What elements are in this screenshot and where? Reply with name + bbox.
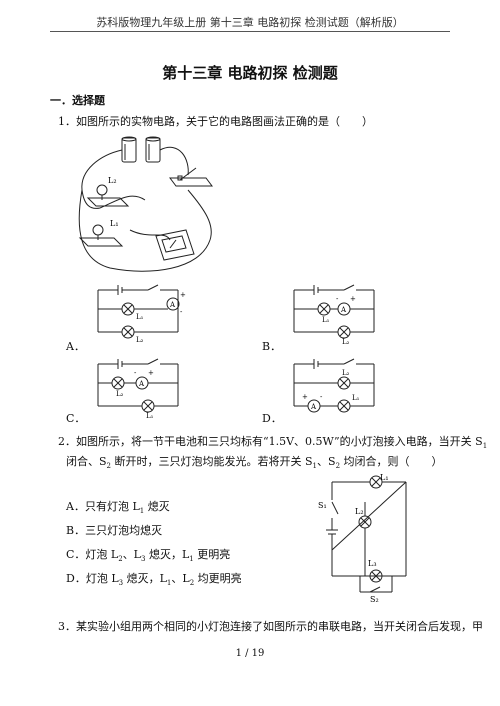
q1-stem: 1．如图所示的实物电路，关于它的电路图画法正确的是（ ） bbox=[58, 115, 373, 128]
svg-text:A: A bbox=[138, 380, 145, 388]
svg-text:-: - bbox=[320, 393, 323, 401]
svg-text:A: A bbox=[310, 403, 317, 411]
page-number: 1 / 19 bbox=[235, 648, 265, 659]
svg-text:L₁: L₁ bbox=[146, 412, 154, 420]
svg-text:A: A bbox=[340, 306, 347, 314]
q1-option-c-label[interactable]: C． bbox=[66, 412, 86, 425]
svg-text:L₁: L₁ bbox=[136, 313, 144, 321]
q2-option-a[interactable]: A．只有灯泡 L1 熄灭 bbox=[66, 500, 170, 516]
q2-option-d[interactable]: D．灯泡 L3 熄灭，L1、L2 均更明亮 bbox=[66, 572, 242, 588]
page-title: 第十三章 电路初探 检测题 bbox=[162, 64, 338, 82]
q2-option-b[interactable]: B．三只灯泡均熄灭 bbox=[66, 524, 163, 537]
lamp-l1-label: L₁ bbox=[110, 219, 119, 228]
svg-text:-: - bbox=[134, 369, 137, 377]
svg-text:S₂: S₂ bbox=[370, 595, 379, 604]
q1-option-b-label[interactable]: B． bbox=[262, 340, 282, 353]
lamp-l2-label: L₂ bbox=[108, 176, 117, 185]
q1-option-d-label[interactable]: D． bbox=[262, 412, 282, 425]
svg-text:L₂: L₂ bbox=[342, 338, 350, 346]
q2-stem-line1: 2．如图所示，将一节干电池和三只均标有“1.5V、0.5W”的小灯泡接入电路，当… bbox=[58, 435, 488, 451]
q1-option-a-circuit: A + - L₁ L₂ bbox=[97, 284, 186, 344]
svg-text:L₁: L₁ bbox=[322, 316, 330, 324]
q2-circuit-figure: L₁ S₁ L₂ L₃ S₂ bbox=[318, 473, 407, 604]
svg-text:L₂: L₂ bbox=[116, 390, 124, 398]
q1-option-a-label[interactable]: A． bbox=[66, 340, 85, 353]
svg-text:L₁: L₁ bbox=[352, 394, 360, 402]
svg-text:+: + bbox=[148, 369, 154, 377]
svg-text:L₂: L₂ bbox=[136, 336, 144, 344]
svg-text:A: A bbox=[169, 301, 176, 309]
svg-text:+: + bbox=[350, 295, 356, 303]
q2-option-c[interactable]: C．灯泡 L2、L3 熄灭，L1 更明亮 bbox=[66, 548, 231, 564]
svg-text:-: - bbox=[336, 295, 339, 303]
svg-text:-: - bbox=[180, 308, 183, 316]
page-header: 苏科版物理九年级上册 第十三章 电路初探 检测试题（解析版） bbox=[96, 16, 404, 29]
q1-option-b-circuit: A - + L₁ L₂ bbox=[293, 284, 375, 346]
q1-option-d-circuit: A + - L₂ L₁ bbox=[293, 358, 375, 413]
svg-text:L₃: L₃ bbox=[368, 559, 377, 568]
q1-option-c-circuit: A - + L₂ L₁ bbox=[97, 358, 179, 420]
section-heading: 一．选择题 bbox=[50, 94, 105, 107]
svg-text:S₁: S₁ bbox=[318, 501, 327, 510]
q3-stem: 3．某实验小组用两个相同的小灯泡连接了如图所示的串联电路，当开关闭合后发现，甲 bbox=[58, 620, 483, 633]
svg-text:L₁: L₁ bbox=[380, 473, 389, 482]
q1-physical-circuit-figure: L₂ L₁ bbox=[78, 136, 213, 272]
svg-text:L₂: L₂ bbox=[342, 369, 350, 377]
svg-text:+: + bbox=[180, 291, 186, 299]
q2-stem-line2: 闭合、S2 断开时，三只灯泡均能发光。若将开关 S1、S2 均闭合，则（ ） bbox=[66, 455, 443, 471]
svg-text:L₂: L₂ bbox=[355, 507, 364, 516]
svg-text:+: + bbox=[302, 393, 308, 401]
header-divider bbox=[50, 31, 450, 32]
